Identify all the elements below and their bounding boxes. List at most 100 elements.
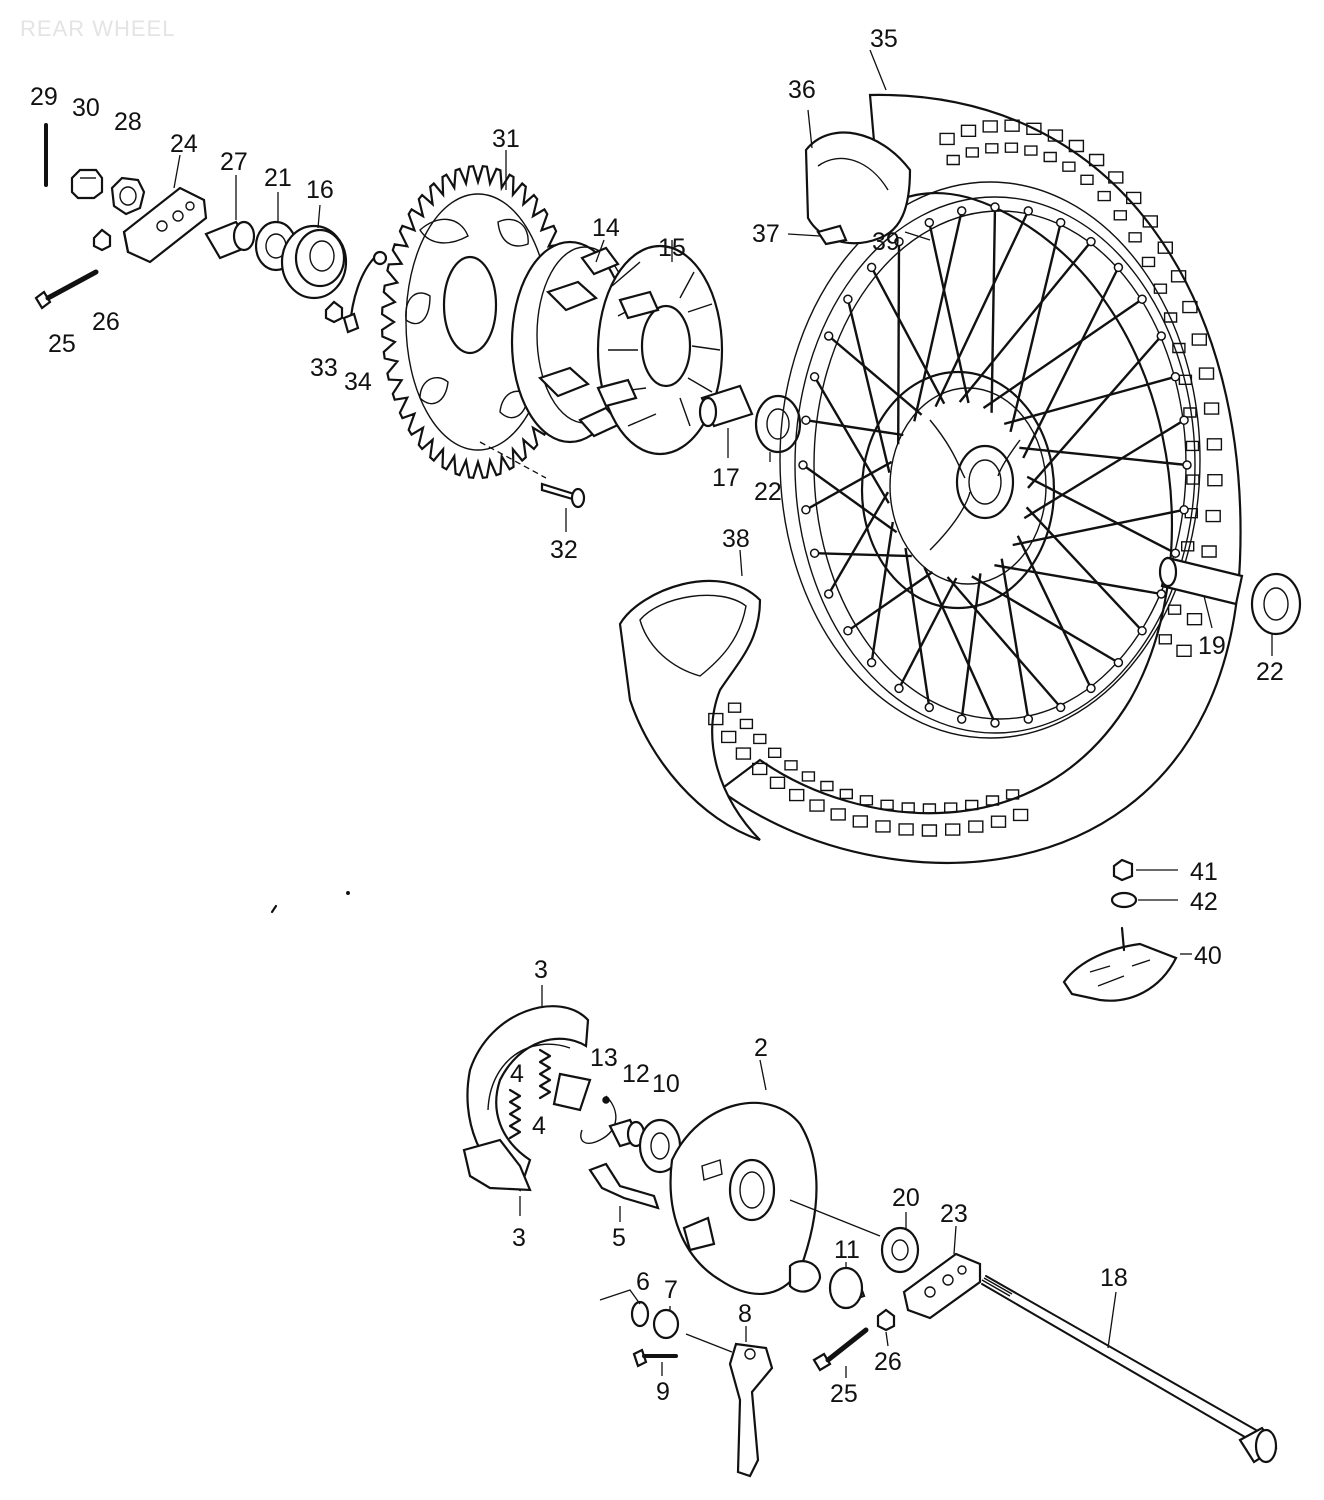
spoke — [870, 266, 946, 405]
callout-29: 29 — [30, 83, 58, 111]
callout-39: 39 — [872, 228, 900, 256]
part-41-nut — [1112, 858, 1178, 882]
spoke — [846, 298, 891, 473]
spoke — [805, 460, 893, 511]
spoke — [958, 240, 1092, 403]
spoke — [1009, 222, 1062, 433]
callout-9: 9 — [656, 1378, 670, 1406]
spoke-nipple — [1170, 372, 1181, 382]
part-6-o-ring — [599, 1289, 650, 1328]
part-7-washer — [652, 1306, 680, 1340]
spoke-nipple — [1179, 415, 1189, 425]
spoke — [946, 576, 1062, 709]
spoke-nipple — [801, 505, 811, 515]
callout-11: 11 — [834, 1236, 860, 1264]
spoke-nipple — [843, 294, 853, 304]
callout-16: 16 — [306, 176, 334, 204]
callout-14: 14 — [592, 214, 620, 242]
callout-42: 42 — [1190, 888, 1218, 916]
callout-21: 21 — [264, 164, 292, 192]
part-25-bolt-lower — [812, 1327, 869, 1378]
spoke — [1025, 506, 1143, 632]
callout-22: 22 — [754, 478, 782, 506]
callout-8: 8 — [738, 1300, 752, 1328]
part-12-cam — [608, 1118, 646, 1148]
spoke — [827, 335, 923, 416]
part-9-bolt — [632, 1348, 678, 1376]
spoke — [897, 577, 958, 689]
callout-34: 34 — [344, 368, 372, 396]
callout-30: 30 — [72, 94, 100, 122]
callout-15: 15 — [658, 234, 686, 262]
callout-13: 13 — [590, 1044, 618, 1072]
spoke-nipple — [1055, 702, 1066, 713]
spoke — [1023, 419, 1185, 520]
spoke — [928, 222, 970, 404]
spoke-nipple — [809, 548, 820, 558]
callout-40: 40 — [1194, 942, 1222, 970]
callout-28: 28 — [114, 108, 142, 136]
part-30-nut — [70, 168, 104, 200]
spoke-nipple — [990, 718, 1000, 728]
spoke — [913, 210, 963, 422]
spoke — [805, 419, 904, 437]
spoke — [934, 210, 1030, 408]
callout-2: 2 — [754, 1034, 768, 1062]
part-18-axle — [981, 1275, 1278, 1464]
spoke — [1003, 375, 1176, 426]
callout-36: 36 — [788, 76, 816, 104]
spoke-nipple — [990, 202, 1000, 212]
spoke-nipple — [1113, 657, 1124, 668]
callout-18: 18 — [1100, 1264, 1128, 1292]
spoke-nipple — [801, 415, 811, 425]
part-wheel-rim-and-tire — [618, 49, 1242, 864]
callout-33: 33 — [310, 354, 338, 382]
part-3-brake-shoes — [462, 985, 592, 1216]
callout-26: 26 — [874, 1348, 902, 1376]
callout-20: 20 — [892, 1184, 920, 1212]
part-22-bearing — [754, 394, 802, 462]
spoke — [1026, 475, 1176, 555]
spoke-nipple — [956, 206, 967, 216]
spoke-nipple — [894, 683, 904, 694]
part-8-brake-arm — [685, 1326, 774, 1478]
spoke-nipple — [823, 589, 834, 599]
spoke-nipple — [809, 372, 820, 382]
part-5-cam-shaft — [588, 1162, 660, 1222]
part-26-nut-lower — [876, 1308, 896, 1347]
spoke-nipple — [1055, 217, 1066, 228]
callout-27: 27 — [220, 148, 248, 176]
spoke — [1000, 558, 1030, 720]
callout-25: 25 — [48, 330, 76, 358]
callout-12: 12 — [622, 1060, 650, 1088]
spoke — [994, 564, 1162, 596]
callout-41: 41 — [1190, 858, 1218, 886]
part-17-collar — [698, 384, 754, 458]
part-40-rim-lock — [1062, 926, 1192, 1002]
part-13-spring-clip — [580, 1095, 617, 1144]
spoke — [1016, 535, 1093, 689]
spoke — [923, 566, 997, 724]
part-4-springs — [508, 1048, 552, 1140]
part-42-washer — [1110, 891, 1178, 909]
part-32-bolt — [479, 441, 586, 532]
part-11-collar — [828, 1262, 866, 1310]
spoke-nipple — [1137, 626, 1147, 636]
callout-23: 23 — [940, 1200, 968, 1228]
callout-19: 19 — [1198, 632, 1226, 660]
callout-6: 6 — [636, 1268, 650, 1296]
callout-4: 4 — [510, 1060, 524, 1088]
callout-38: 38 — [722, 525, 750, 553]
part-2-brake-panel — [669, 1059, 881, 1296]
part-22-bearing-right — [1250, 572, 1302, 656]
spoke-nipple — [1179, 505, 1189, 515]
spoke-nipple — [1086, 236, 1096, 247]
part-23-chain-adjuster — [902, 1225, 982, 1320]
callout-5: 5 — [612, 1224, 626, 1252]
spoke-nipple — [866, 262, 877, 273]
callout-31: 31 — [492, 125, 520, 153]
spoke-nipple — [956, 714, 967, 724]
callout-3: 3 — [534, 956, 548, 984]
spoke-nipple — [1086, 683, 1096, 694]
